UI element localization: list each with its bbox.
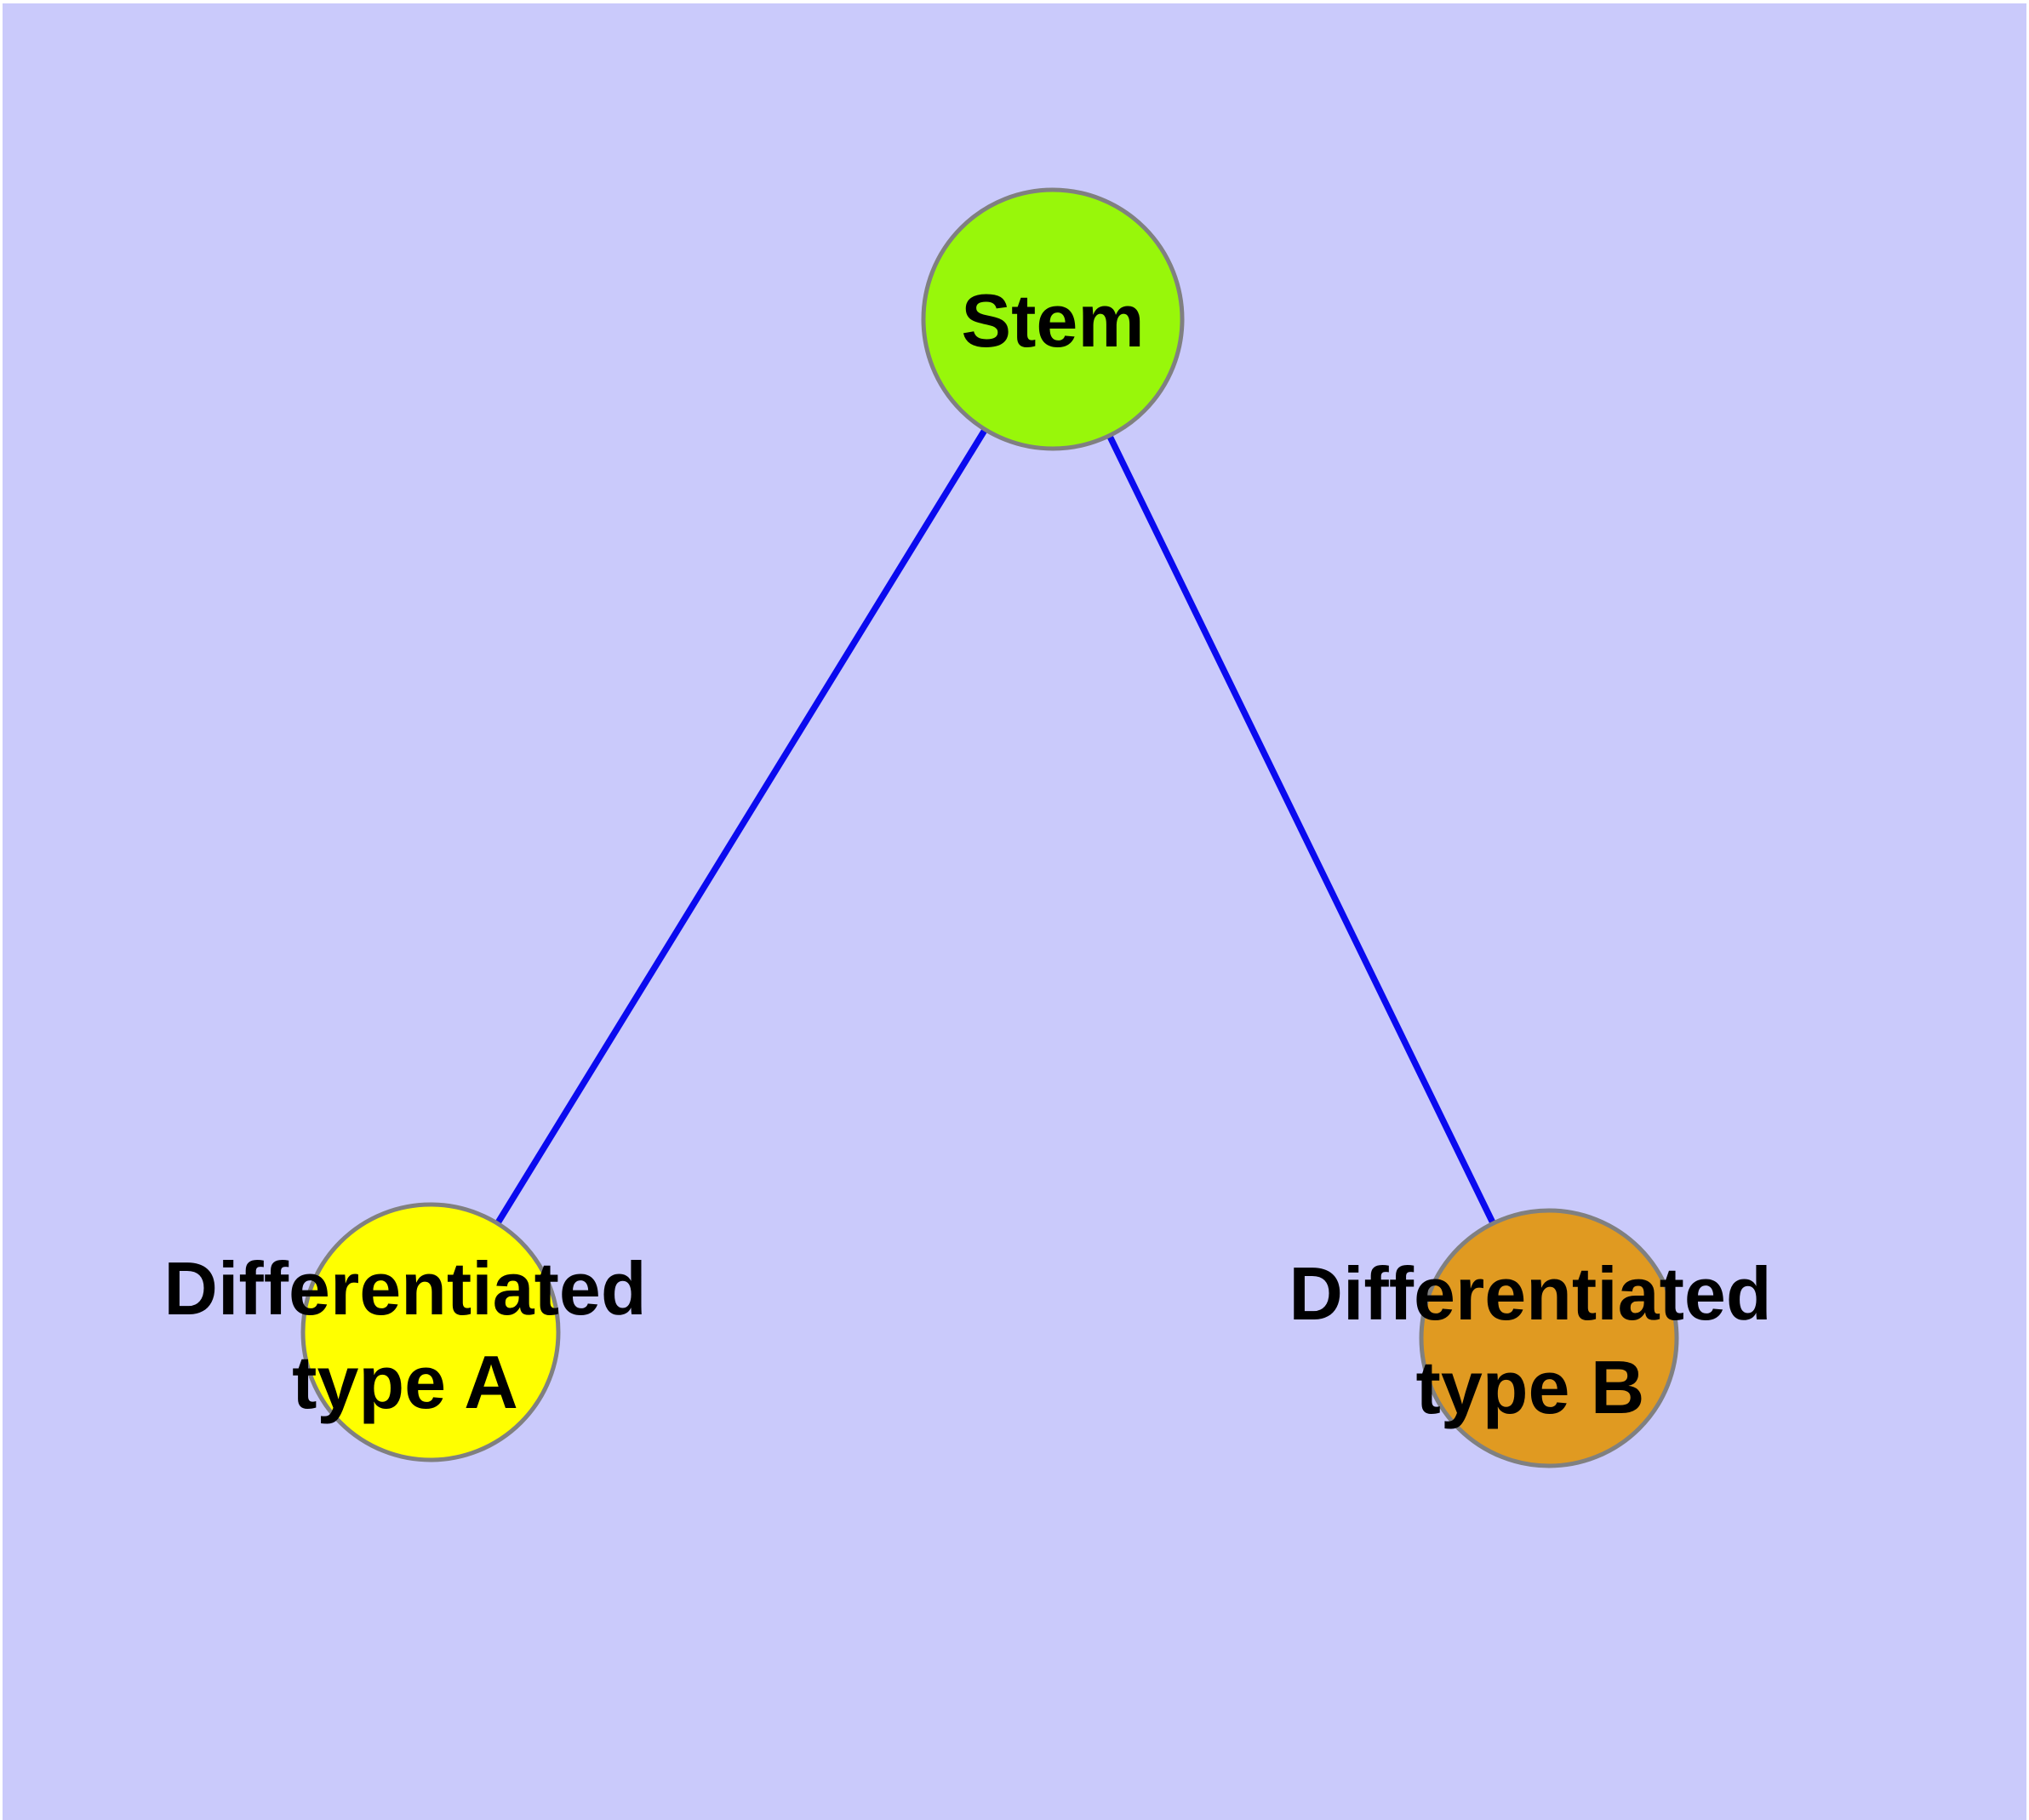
edge-stem-differentiated-type-b bbox=[1049, 318, 1552, 1340]
node-circle-stem bbox=[921, 187, 1185, 451]
edge-stem-differentiated-type-a bbox=[427, 318, 1056, 1334]
node-circle-differentiated-type-a bbox=[300, 1202, 561, 1462]
node-circle-differentiated-type-b bbox=[1419, 1208, 1679, 1468]
